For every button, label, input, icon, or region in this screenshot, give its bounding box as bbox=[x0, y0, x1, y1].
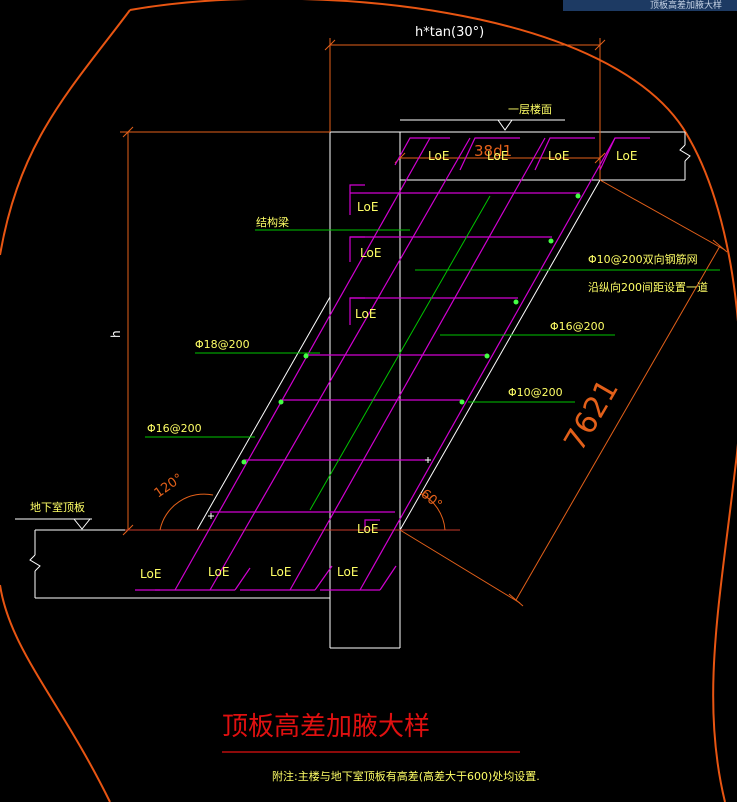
window-corner-text: 顶板高差加腋大样 bbox=[650, 0, 722, 11]
slab-top-label: 一层楼面 bbox=[508, 102, 552, 116]
angle-right-text: 60° bbox=[417, 487, 444, 513]
loe-label: LoE bbox=[357, 200, 378, 214]
loe-label: LoE bbox=[270, 565, 291, 579]
loe-label: LoE bbox=[360, 246, 381, 260]
loe-label: LoE bbox=[616, 149, 637, 163]
loe-label: LoE bbox=[487, 149, 508, 163]
label-structure-beam: 结构梁 bbox=[256, 215, 289, 229]
loe-label: LoE bbox=[355, 307, 376, 321]
level-mark-basement: 地下室顶板 bbox=[18, 500, 92, 530]
label-d10-net: Φ10@200双向钢筋网 bbox=[588, 252, 698, 266]
rebar-dots bbox=[241, 193, 581, 465]
drawing-title: 顶板高差加腋大样 bbox=[222, 712, 430, 742]
drawing-note: 附注:主楼与地下室顶板有高差(高差大于600)处均设置. bbox=[272, 769, 540, 783]
loe-label: LoE bbox=[337, 565, 358, 579]
top-dimension-text: h*tan(30°) bbox=[415, 25, 484, 40]
label-along-length: 沿纵向200间距设置一道 bbox=[588, 280, 708, 294]
label-d16-right: Φ16@200 bbox=[550, 320, 605, 333]
dimension-lines bbox=[120, 38, 728, 607]
diagonal-dimension-text: 7621 bbox=[558, 373, 626, 457]
loe-label: LoE bbox=[140, 567, 161, 581]
basement-roof-label: 地下室顶板 bbox=[30, 500, 85, 514]
leader-lines bbox=[15, 195, 720, 520]
label-d10-right: Φ10@200 bbox=[508, 386, 563, 399]
loe-label: LoE bbox=[548, 149, 569, 163]
rebar-layout bbox=[135, 137, 650, 591]
label-d18-left: Φ18@200 bbox=[195, 338, 250, 351]
loe-label: LoE bbox=[357, 522, 378, 536]
loe-label: LoE bbox=[208, 565, 229, 579]
window-corner: 顶板高差加腋大样 bbox=[563, 0, 737, 11]
level-mark-top: 一层楼面 bbox=[488, 102, 565, 131]
label-d16-left: Φ16@200 bbox=[147, 422, 202, 435]
structure-outline bbox=[29, 119, 691, 649]
angle-left-text: 120° bbox=[152, 471, 186, 501]
anchor-38d-text: 38d1 bbox=[474, 142, 512, 160]
vertical-dimension-text: h bbox=[109, 330, 123, 338]
loe-label: LoE bbox=[428, 149, 449, 163]
rebar-crosses bbox=[208, 457, 431, 519]
